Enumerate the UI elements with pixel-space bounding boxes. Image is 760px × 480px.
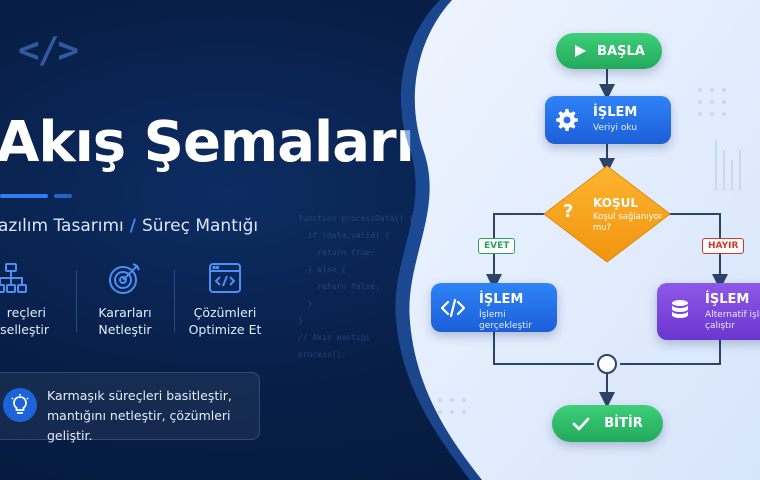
- code-window-icon: [180, 260, 270, 296]
- feature-optimize: Çözümleri Optimize Et: [180, 260, 270, 338]
- process-title: İŞLEM: [705, 292, 750, 307]
- page-title: Akış Şemaları: [0, 110, 415, 175]
- subtitle-right: Süreç Mantığı: [141, 216, 259, 236]
- process-subtitle: İşlemi gerçekleştir: [479, 310, 532, 331]
- end-node: BİTİR: [552, 405, 663, 442]
- code-line: }: [298, 299, 313, 308]
- process-node-read: İŞLEM Veriyi oku: [545, 96, 671, 144]
- end-label: BİTİR: [604, 416, 643, 431]
- question-icon: ?: [563, 201, 574, 222]
- subtitle: azılım Tasarımı/Süreç Mantığı: [0, 216, 258, 236]
- code-line: if (data.valid) {: [298, 231, 390, 240]
- feature-line2: Netleştir: [98, 322, 152, 337]
- code-brackets-icon: </>: [18, 30, 79, 71]
- check-icon: [572, 417, 590, 430]
- decision-subtitle-1: Koşul sağlanıyor: [593, 212, 663, 222]
- process-node-yes: İŞLEM İşlemi gerçekleştir: [431, 283, 557, 332]
- feature-decide: Kararları Netleştir: [80, 260, 170, 338]
- arrow-yes-to-merge: [493, 332, 594, 365]
- tip-line1: Karmaşık süreçleri basitleştir,: [47, 388, 232, 403]
- feature-line1: reçleri: [6, 305, 46, 320]
- feature-line1: Kararları: [98, 305, 152, 320]
- process-title: İŞLEM: [593, 105, 638, 120]
- process-subtitle-1: Alternatif işlem: [705, 310, 760, 320]
- target-icon: [80, 260, 170, 296]
- subtitle-left: azılım Tasarımı: [0, 216, 124, 236]
- code-line: return true;: [298, 248, 376, 257]
- code-line: function processData() {: [298, 214, 414, 223]
- code-line: return false;: [298, 282, 380, 291]
- process-subtitle-2: çalıştır: [705, 321, 735, 331]
- process-subtitle: Veriyi oku: [593, 123, 638, 133]
- database-icon: [672, 300, 688, 318]
- code-line: process();: [298, 350, 347, 359]
- arrow-decision-no: [669, 213, 728, 290]
- decision-subtitle-2: mu?: [593, 223, 612, 233]
- arrow-no-to-merge: [620, 340, 721, 365]
- no-label: HAYIR: [702, 238, 745, 254]
- divider: [174, 270, 175, 332]
- subtitle-separator: /: [129, 216, 136, 236]
- hierarchy-icon: [0, 260, 56, 296]
- decision-title: KOŞUL: [593, 196, 638, 210]
- feature-list: reçleri rselleştir Kararları Netleştir: [0, 260, 280, 350]
- merge-node: [597, 354, 617, 374]
- lightbulb-icon: [3, 388, 37, 422]
- code-line: } else {: [298, 265, 347, 274]
- code-background: function processData() { if (data.valid)…: [298, 210, 414, 363]
- code-icon: [441, 298, 465, 318]
- play-icon: [575, 45, 587, 57]
- start-node: BAŞLA: [556, 33, 662, 69]
- yes-label: EVET: [478, 238, 516, 254]
- code-line: }: [298, 316, 303, 325]
- process-node-no: İŞLEM Alternatif işlem çalıştır: [657, 283, 760, 340]
- start-label: BAŞLA: [597, 43, 645, 59]
- arrow-decision-yes: [486, 213, 545, 290]
- feature-line2: Optimize Et: [188, 322, 262, 337]
- title-underline-accent: [54, 194, 72, 198]
- feature-line2: rselleştir: [0, 322, 49, 337]
- feature-visualize: reçleri rselleştir: [0, 260, 56, 338]
- divider: [76, 270, 77, 332]
- tip-line2: mantığını netleştir, çözümleri geliştir.: [47, 408, 231, 443]
- feature-line1: Çözümleri: [193, 305, 257, 320]
- title-underline: [0, 194, 48, 198]
- gear-icon: [556, 109, 578, 131]
- code-line: // Akış mantığı: [298, 333, 371, 342]
- tip-box: Karmaşık süreçleri basitleştir, mantığın…: [0, 372, 260, 443]
- process-title: İŞLEM: [479, 292, 524, 307]
